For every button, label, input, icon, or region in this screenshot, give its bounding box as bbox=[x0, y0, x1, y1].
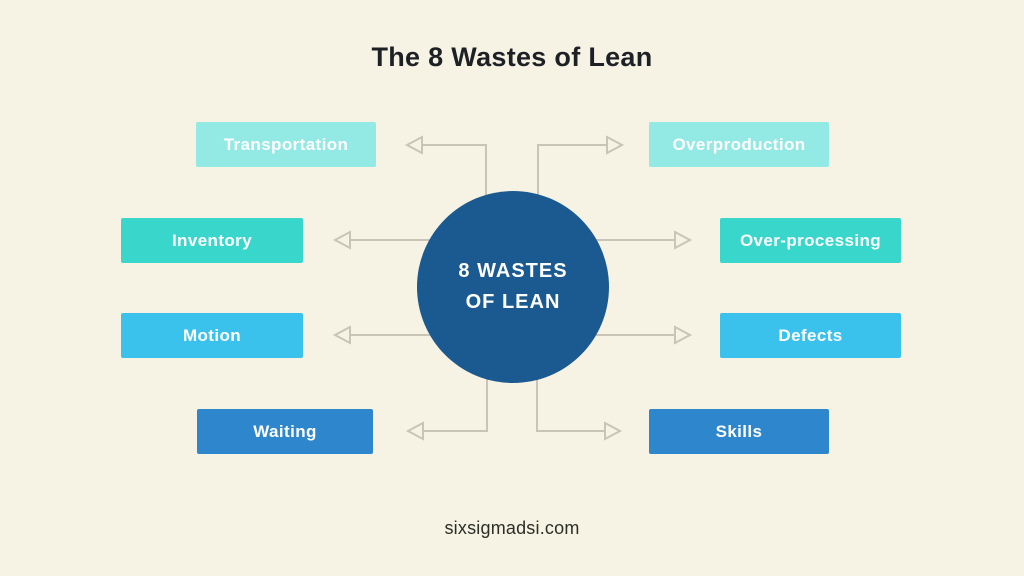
node-skills: Skills bbox=[649, 409, 829, 454]
node-overprocessing: Over-processing bbox=[720, 218, 901, 263]
node-defects: Defects bbox=[720, 313, 901, 358]
arrow-to-motion bbox=[332, 325, 430, 345]
center-hub: 8 WASTES OF LEAN bbox=[417, 191, 609, 383]
node-label: Defects bbox=[778, 325, 843, 345]
center-hub-line2: OF LEAN bbox=[465, 291, 561, 313]
arrow-to-overprocessing bbox=[596, 230, 693, 250]
node-label: Over-processing bbox=[739, 230, 882, 250]
node-label: Transportation bbox=[223, 134, 349, 154]
node-overproduction: Overproduction bbox=[649, 122, 829, 167]
arrow-to-transportation bbox=[404, 135, 487, 196]
website-text: sixsigmadsi.com bbox=[444, 518, 580, 538]
node-transportation: Transportation bbox=[196, 122, 376, 167]
arrow-to-inventory bbox=[332, 230, 430, 250]
node-waiting: Waiting bbox=[197, 409, 373, 454]
node-motion: Motion bbox=[121, 313, 303, 358]
node-inventory: Inventory bbox=[121, 218, 303, 263]
arrow-to-waiting bbox=[405, 378, 488, 441]
page-title: The 8 Wastes of Lean bbox=[371, 42, 653, 72]
arrow-to-skills bbox=[536, 378, 623, 441]
arrow-to-overproduction bbox=[537, 135, 625, 196]
node-label: Overproduction bbox=[672, 134, 806, 154]
node-label: Skills bbox=[715, 421, 763, 441]
arrow-to-defects bbox=[596, 325, 693, 345]
node-label: Inventory bbox=[171, 230, 253, 250]
center-hub-line1: 8 WASTES bbox=[458, 260, 568, 282]
node-label: Waiting bbox=[253, 421, 317, 441]
node-label: Motion bbox=[182, 325, 242, 345]
